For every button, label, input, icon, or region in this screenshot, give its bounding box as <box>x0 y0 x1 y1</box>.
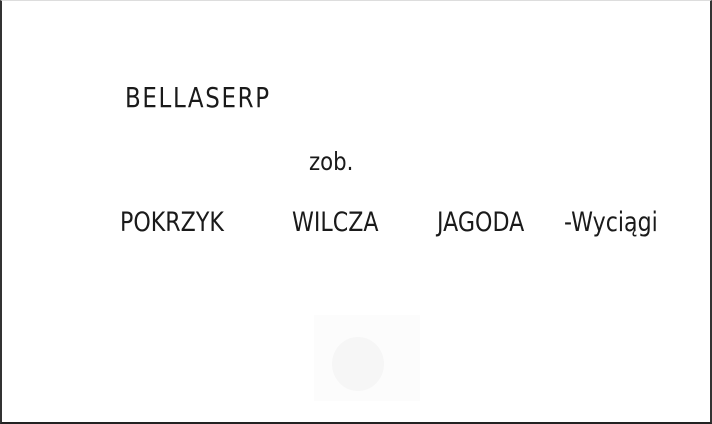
reference-subheading: -Wyciągi <box>564 207 658 238</box>
see-reference-label: zob. <box>309 147 354 176</box>
reference-word-jagoda: JAGODA <box>437 207 525 238</box>
reference-word-pokrzyk: POKRZYK <box>120 207 224 238</box>
headword: BELLASERP <box>125 81 271 114</box>
faint-circle-mark <box>332 337 384 391</box>
reference-word-wilcza: WILCZA <box>292 207 379 238</box>
